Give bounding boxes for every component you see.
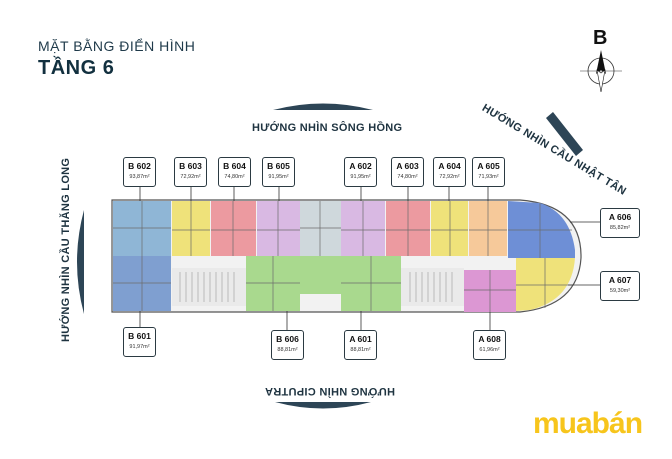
view-arrow-right-icon <box>546 112 583 156</box>
muaban-logo[interactable]: muabán <box>533 407 643 440</box>
unit-area: 93,87m² <box>129 174 150 180</box>
unit-tag-a602: A 602 91,95m² <box>344 157 377 187</box>
unit-tag-a601: A 601 88,81m² <box>344 330 377 360</box>
unit-area: 74,80m² <box>397 174 418 180</box>
unit-code: A 605 <box>477 161 500 171</box>
unit-a606-block <box>508 201 575 258</box>
unit-tag-b604: B 604 74,80m² <box>218 157 251 187</box>
unit-code: A 603 <box>396 161 419 171</box>
unit-code: B 603 <box>179 161 202 171</box>
unit-tag-b605: B 605 91,95m² <box>262 157 295 187</box>
unit-area: 91,97m² <box>129 344 150 350</box>
unit-code: B 605 <box>267 161 290 171</box>
unit-code: A 607 <box>608 275 632 285</box>
view-label-bottom: HƯỚNG NHÌN CIPUTRA <box>264 385 395 397</box>
plan-subtitle: MẶT BẰNG ĐIỂN HÌNH <box>38 38 196 54</box>
corridor-west-block <box>172 268 246 306</box>
unit-code: A 606 <box>608 212 632 222</box>
unit-tag-a608: A 608 61,96m² <box>473 330 506 360</box>
lobby-block <box>300 256 341 294</box>
unit-area: 88,81m² <box>350 347 371 353</box>
unit-code: B 601 <box>128 331 151 341</box>
core-block <box>300 201 341 256</box>
unit-code: A 602 <box>349 161 372 171</box>
unit-b604-block <box>211 201 256 256</box>
corridor-east-block <box>401 268 464 306</box>
unit-area: 72,92m² <box>439 174 460 180</box>
unit-area: 59,30m² <box>609 288 631 294</box>
compass-letter: B <box>593 27 608 49</box>
unit-tag-b603: B 603 72,92m² <box>174 157 207 187</box>
unit-code: B 604 <box>223 161 246 171</box>
unit-area: 71,93m² <box>478 174 499 180</box>
unit-area: 85,82m² <box>609 225 631 231</box>
unit-area: 91,95m² <box>350 174 371 180</box>
unit-code: A 601 <box>349 334 372 344</box>
view-arrow-bottom-icon <box>275 402 371 409</box>
view-arrow-left-icon <box>77 210 84 314</box>
unit-tag-a606: A 606 85,82m² <box>600 208 640 238</box>
unit-code: A 608 <box>478 334 501 344</box>
unit-a604-block <box>431 201 468 256</box>
unit-area: 72,92m² <box>180 174 201 180</box>
unit-area: 74,80m² <box>224 174 245 180</box>
unit-code: B 606 <box>276 334 299 344</box>
unit-tag-b606: B 606 88,81m² <box>271 330 304 360</box>
unit-area: 61,96m² <box>479 347 500 353</box>
unit-a607-block <box>516 258 575 311</box>
unit-tag-a607: A 607 59,30m² <box>600 271 640 301</box>
unit-tag-a604: A 604 72,92m² <box>433 157 466 187</box>
unit-tag-a605: A 605 71,93m² <box>472 157 505 187</box>
view-label-left: HƯỚNG NHÌN CẦU THĂNG LONG <box>60 157 72 342</box>
unit-code: B 602 <box>128 161 151 171</box>
unit-area: 91,95m² <box>268 174 289 180</box>
view-label-top: HƯỚNG NHÌN SÔNG HỒNG <box>252 122 403 134</box>
plan-title: TẦNG 6 <box>38 57 115 79</box>
compass-icon <box>580 50 622 93</box>
unit-area: 88,81m² <box>277 347 298 353</box>
unit-code: A 604 <box>438 161 461 171</box>
unit-tag-b601: B 601 91,97m² <box>123 327 156 357</box>
view-arrow-top-icon <box>273 103 373 110</box>
unit-b605-block <box>257 201 300 256</box>
unit-tag-a603: A 603 74,80m² <box>391 157 424 187</box>
unit-tag-b602: B 602 93,87m² <box>123 157 156 187</box>
